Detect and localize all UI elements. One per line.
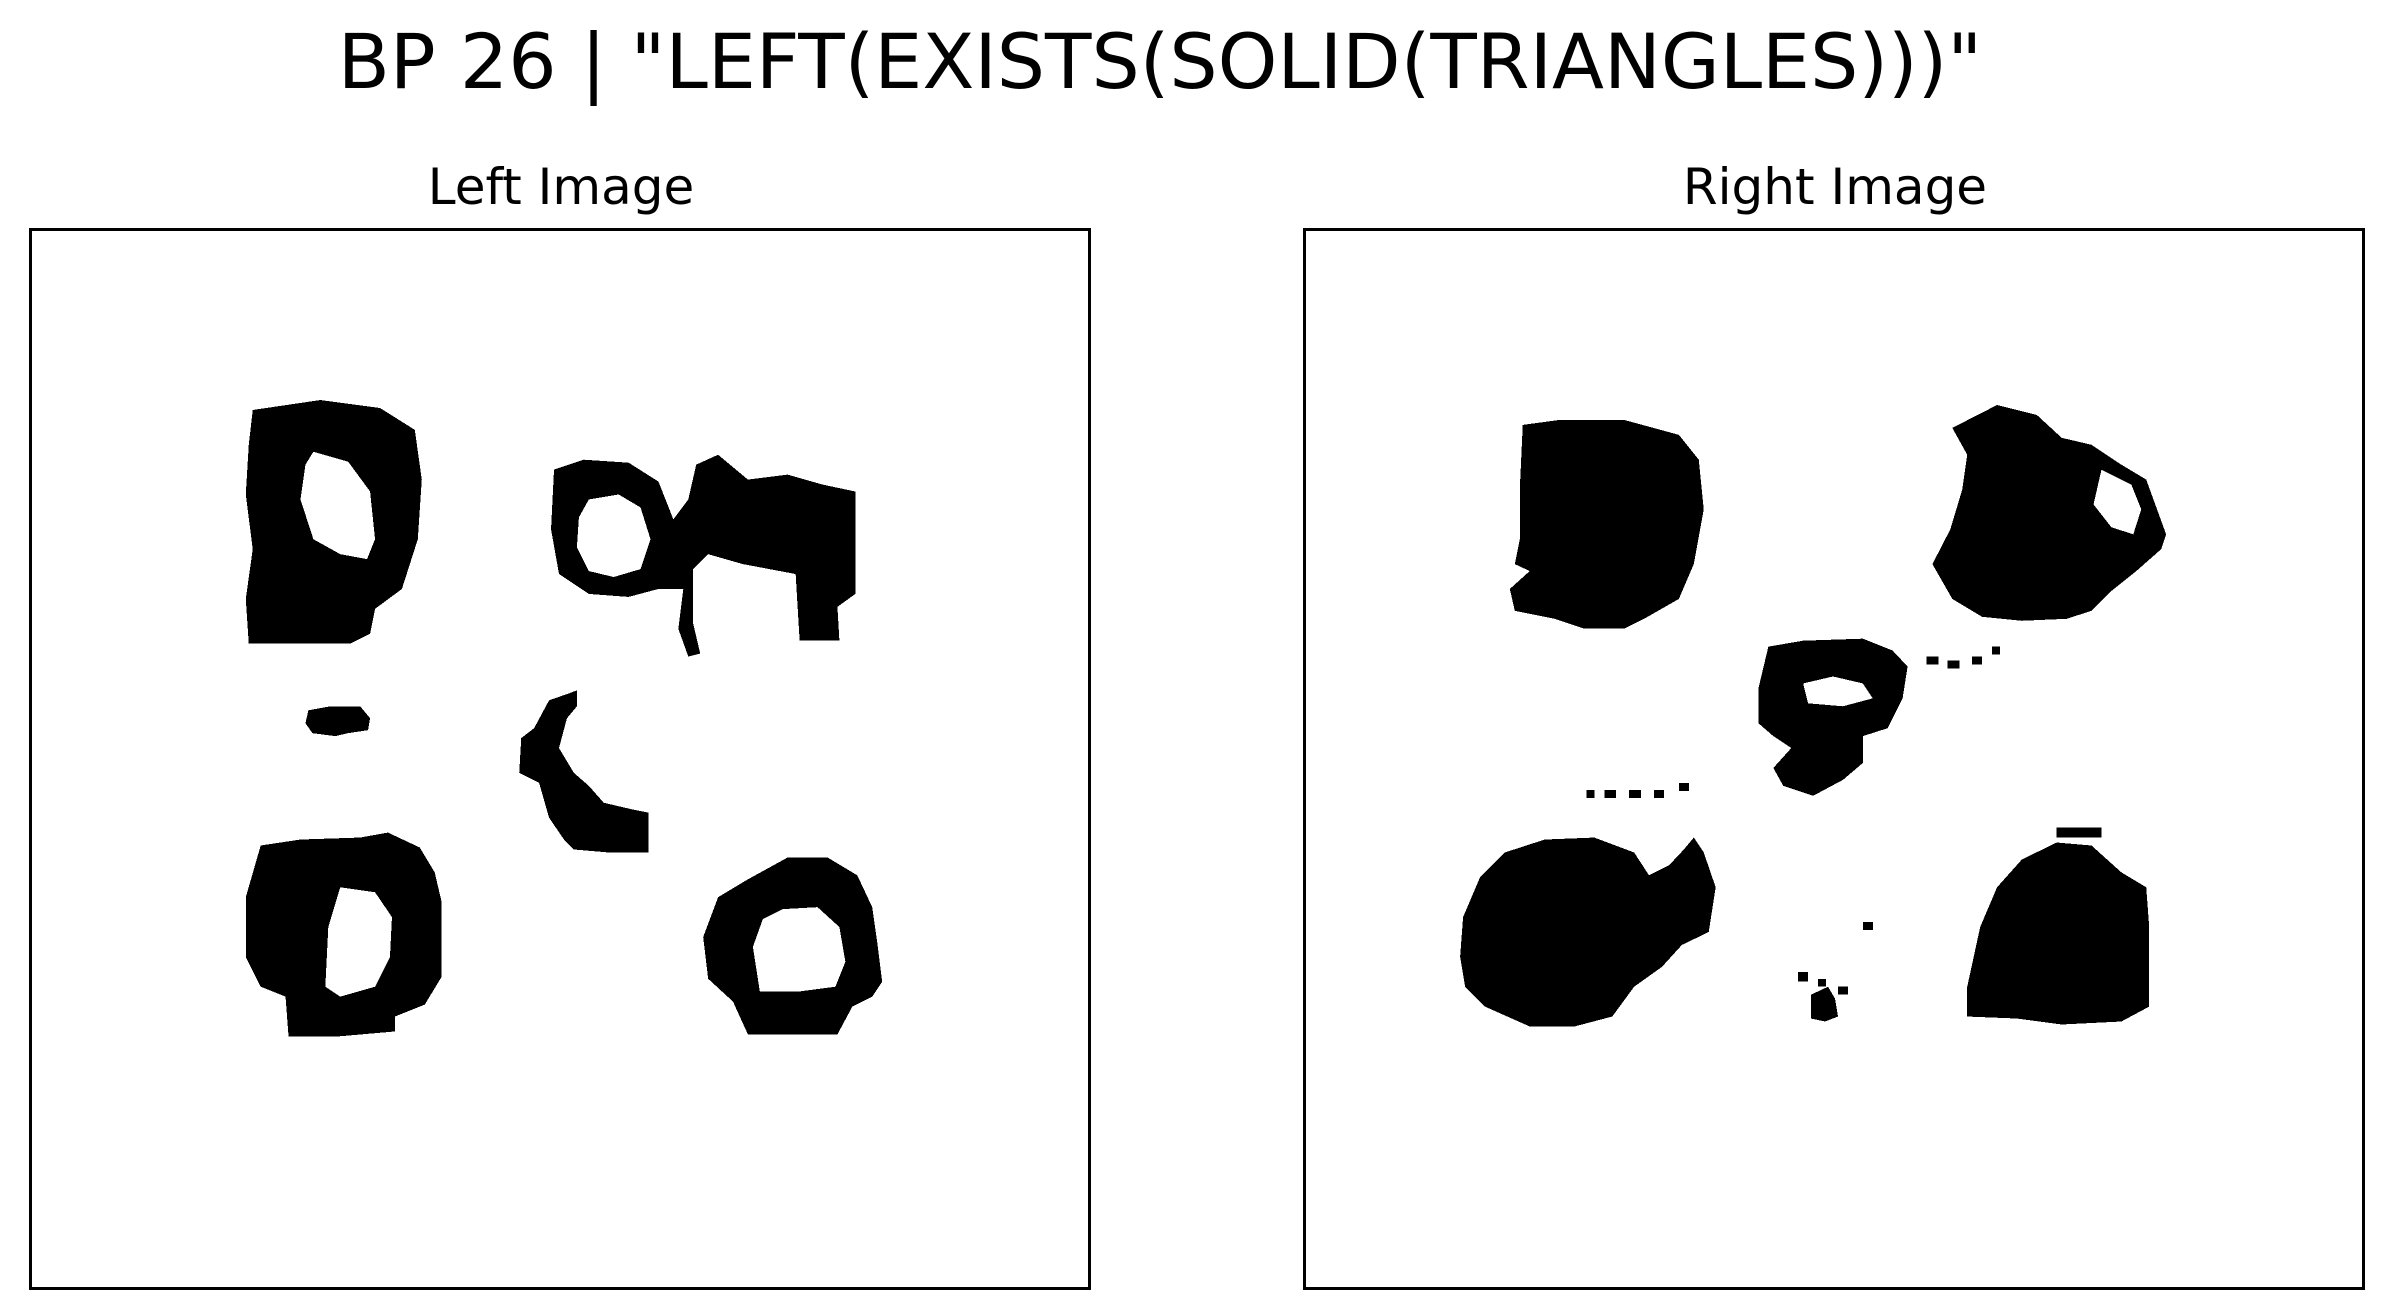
left-shape-hollow-circle-bottom-right [703, 857, 883, 1035]
right-shape-solid-blob-top-right [1932, 405, 2167, 621]
right-shape-middle-blob [1758, 638, 1908, 796]
right-image-panel [1303, 228, 2365, 1290]
left-shape-hollow-oval-bottom-left [245, 832, 442, 1037]
left-shape-open-crescent [519, 690, 649, 853]
left-image-canvas [245, 400, 883, 1037]
figure-title: BP 26 | "LEFT(EXISTS(SOLID(TRIANGLES)))" [337, 17, 1983, 106]
left-shape-hollow-circle-with-blob [551, 454, 856, 657]
right-shape-small-cluster [1811, 986, 1838, 1022]
left-image-title: Left Image [427, 158, 695, 216]
right-shape-small-dash [2056, 827, 2102, 838]
right-shape-solid-blob-top-left [1509, 419, 1704, 629]
right-image-canvas [1460, 405, 2167, 1027]
right-image-title: Right Image [1682, 158, 1988, 216]
left-image-panel [29, 228, 1091, 1290]
right-shape-solid-blob-bottom-left [1460, 837, 1716, 1027]
left-shape-small-blob [305, 706, 371, 737]
right-shape-solid-triangle-bottom-right [1967, 842, 2150, 1025]
right-shape-scatter-dots [1586, 646, 2001, 995]
left-shape-hollow-oval-top-left [245, 400, 422, 644]
